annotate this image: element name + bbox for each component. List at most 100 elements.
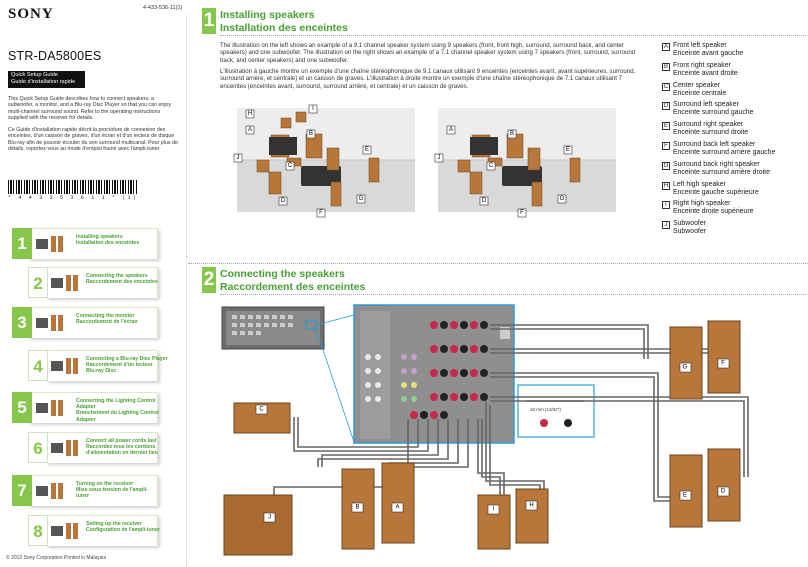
room-9-1-illustration: I H A B J C E G D F	[233, 104, 415, 218]
room-label-j: J	[438, 155, 441, 161]
copyright: © 2012 Sony Corporation Printed in Malay…	[6, 555, 107, 561]
guide-title-fr: Guide d'installation rapide	[11, 79, 76, 86]
room-label-box: J	[434, 153, 444, 163]
room-label-j: J	[237, 155, 240, 161]
step-label-line: Configuration de l'ampli-tuner	[86, 527, 160, 534]
room-label-box: E	[563, 145, 573, 155]
legend-key: I	[662, 201, 670, 210]
step-label-line: Installing speakers	[76, 234, 123, 240]
step-number: 8	[28, 515, 48, 546]
step-label-line: d'alimentation en dernier lieu	[86, 450, 158, 457]
part-number: 4-433-536-11(1)	[143, 5, 183, 11]
legend-label-en: Right high speaker	[673, 200, 731, 208]
room-label-b: B	[309, 131, 313, 137]
legend-key: H	[662, 181, 670, 190]
section1-title-en: Installing speakers	[220, 9, 315, 21]
step-label-line: Raccordement d'un lecteur	[86, 362, 153, 369]
room-label-box: G	[557, 194, 567, 204]
room-label-box: G	[356, 194, 366, 204]
room-label-e: E	[566, 147, 570, 153]
step-thumbnail-icon	[35, 481, 65, 502]
step-number: 3	[12, 307, 32, 338]
speaker-f: F	[707, 320, 741, 394]
step-number: 1	[12, 228, 32, 259]
speaker-e: E	[669, 454, 703, 528]
section2-title-en: Connecting the speakers	[220, 268, 345, 280]
section2-rule	[220, 294, 806, 295]
room-label-box: J	[233, 153, 243, 163]
legend-key: D	[662, 102, 670, 111]
room-label-box: C	[486, 161, 496, 171]
step-label-line: Installation des enceintes	[76, 240, 140, 247]
step-label-line: Adapter	[76, 404, 96, 411]
step-thumbnail-icon	[35, 234, 65, 255]
legend-key: J	[662, 221, 670, 230]
speaker-h: H	[515, 488, 549, 544]
step-label-line: tuner	[76, 493, 89, 500]
step-label-line: Connecting a Blu-ray Disc Player	[86, 356, 168, 362]
room-label-box: D	[278, 196, 288, 206]
speaker-label-a: A	[395, 505, 399, 511]
step-number: 7	[12, 475, 32, 506]
guide-title-en: Quick Setup Guide	[11, 72, 58, 78]
section1-number: 1	[202, 8, 216, 34]
step-label-line: Raccordement de l'écran	[76, 319, 138, 326]
legend-label-en: Surround back right speaker	[673, 160, 760, 168]
legend-label-fr: Enceinte surround arrière droite	[673, 168, 770, 176]
wire-length-label: 10 mm (13/32")	[530, 407, 561, 412]
model-name: STR-DA5800ES	[8, 49, 102, 63]
speaker-label-f: F	[721, 361, 725, 367]
room-label-a: A	[449, 127, 453, 133]
legend-key: B	[662, 62, 670, 71]
step-thumbnail-icon	[35, 398, 65, 419]
room-label-box: E	[362, 145, 372, 155]
room-label-box: B	[507, 129, 517, 139]
room-7-1-labels: A B J C E G D F	[434, 125, 573, 218]
step-label-line: Connect all power cords last	[86, 438, 157, 444]
room-label-h: H	[248, 111, 252, 117]
legend-label-fr: Enceinte centrale	[673, 89, 727, 97]
section1-intro-en: The illustration on the left shows an ex…	[220, 42, 636, 64]
column-divider	[186, 14, 187, 567]
room-label-box: C	[285, 161, 295, 171]
step-thumbnail-icon	[50, 438, 80, 459]
legend-label-en: Front left speaker	[673, 42, 727, 49]
room-label-c: C	[288, 163, 293, 169]
sony-logo: SONY	[8, 6, 54, 22]
speaker-a: A	[381, 462, 415, 544]
room-label-box: I	[308, 104, 318, 114]
room-label-box: B	[306, 129, 316, 139]
legend-key: G	[662, 161, 670, 170]
room-label-b: B	[510, 131, 514, 137]
step-number: 6	[28, 432, 48, 463]
step-label-line: Setting up the receiver	[86, 521, 142, 527]
legend-key: C	[662, 82, 670, 91]
speakers: G F C E D B A I H J	[223, 320, 741, 556]
speaker-label-j: J	[268, 515, 271, 521]
step-label-line: Branchement du Lighting Control	[76, 410, 159, 417]
receiver-rear-panel	[353, 304, 515, 444]
step-label-line: Raccordement des enceintes	[86, 279, 158, 286]
room-label-box: H	[245, 109, 255, 119]
section1-title-fr: Installation des enceintes	[220, 21, 348, 34]
step-thumbnail-icon	[50, 273, 80, 294]
guide-title-box: Quick Setup Guide Guide d'installation r…	[8, 71, 85, 88]
section-separator	[188, 263, 808, 264]
room-label-box: A	[245, 125, 255, 135]
